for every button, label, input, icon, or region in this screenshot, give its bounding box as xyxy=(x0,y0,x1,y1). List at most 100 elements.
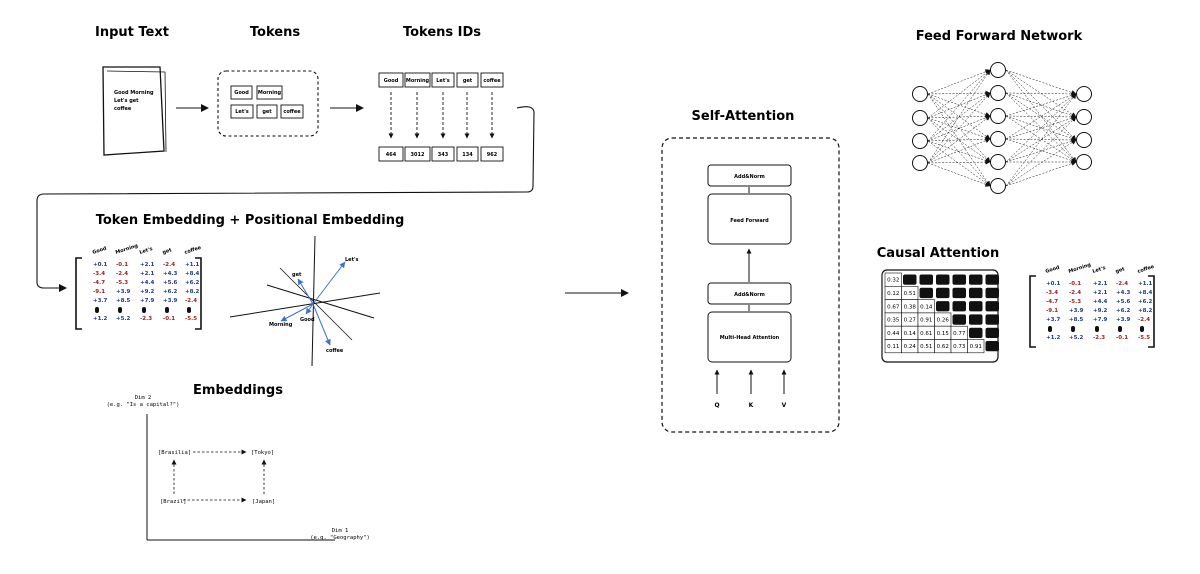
token-chip-label: Morning xyxy=(258,90,282,96)
document-line-2: Let's get xyxy=(114,98,139,104)
embedding-title: Token Embedding + Positional Embedding xyxy=(96,213,405,228)
matrix-cell: +1.1 xyxy=(1138,281,1153,287)
self-attention-block: Add&Norm Feed Forward Add&Norm Multi-Hea… xyxy=(661,137,840,433)
ffn-connection xyxy=(927,69,991,119)
matrix-cell: +4.3 xyxy=(1116,290,1131,296)
matrix-cell: -5.3 xyxy=(116,280,128,286)
ffn-connection xyxy=(1005,138,1077,163)
ffn-connection xyxy=(927,93,991,187)
embeddings-title: Embeddings xyxy=(193,383,283,398)
causal-mask-cell xyxy=(985,301,999,312)
multi-head-attention-block xyxy=(707,311,792,363)
causal-cell-value: 0.32 xyxy=(887,278,899,284)
ffn-connection xyxy=(1005,115,1077,163)
causal-cell-value: 0.11 xyxy=(887,344,899,350)
matrix-cell: -2.4 xyxy=(1116,281,1128,287)
ffn-neuron xyxy=(990,108,1006,124)
token-chip-label: get xyxy=(262,109,272,115)
feed-forward-label: Feed Forward xyxy=(730,218,769,224)
matrix-cell: +2.1 xyxy=(1093,290,1108,296)
matrix-cell: -0.1 xyxy=(1069,281,1081,287)
matrix-cell: -5.5 xyxy=(1138,335,1150,341)
ffn-neuron xyxy=(990,131,1006,147)
matrix-cell: +9.2 xyxy=(140,289,155,295)
causal-mask-cell xyxy=(969,314,983,325)
token-chip: coffee xyxy=(280,104,304,119)
token-id-column: get 134 xyxy=(456,72,479,162)
causal-cell-value: 0.73 xyxy=(953,344,966,350)
matrix-cell: -3.4 xyxy=(1046,290,1058,296)
token-id-column: Morning 3012 xyxy=(404,72,431,162)
matrix-cell: +5.2 xyxy=(116,316,131,322)
matrix-cell: -2.4 xyxy=(1138,317,1150,323)
causal-mask-cell xyxy=(919,287,933,299)
matrix-cell: +1.1 xyxy=(185,262,200,268)
matrix-cell: -2.4 xyxy=(163,262,175,268)
ffn-neuron xyxy=(912,155,928,171)
matrix-cell: -2.4 xyxy=(185,298,197,304)
causal-mask-cell xyxy=(936,274,950,285)
token-id-value: 134 xyxy=(462,152,473,158)
matrix-column-header: Let's xyxy=(1092,265,1107,275)
token-chip-label: Let's xyxy=(235,109,248,115)
matrix-cell: -0.1 xyxy=(163,316,175,322)
causal-cell-value: 0.51 xyxy=(920,344,932,350)
matrix-ellipsis xyxy=(165,307,169,313)
matrix-cell: +7.9 xyxy=(140,298,155,304)
causal-mask-cell xyxy=(969,327,983,338)
matrix-cell: -2.4 xyxy=(1069,290,1081,296)
matrix-cell: +6.2 xyxy=(1138,299,1153,305)
ffn-connection xyxy=(927,117,991,163)
causal-mask-cell xyxy=(952,314,966,325)
matrix-cell: +2.1 xyxy=(140,262,155,268)
ffn-neuron xyxy=(1076,132,1092,148)
ffn-connection xyxy=(1005,116,1077,187)
matrix-column-header: Good xyxy=(92,246,108,256)
embedding-plot: Dim 2 (e.g. "Is a capital?") Dim 1 (e.g.… xyxy=(107,395,370,541)
matrix-cell: +3.7 xyxy=(93,298,108,304)
causal-mask-cell xyxy=(969,287,983,299)
matrix-cell: +9.2 xyxy=(1093,308,1108,314)
y-axis-label: Dim 2 xyxy=(135,395,152,401)
token-id-value: 3012 xyxy=(411,152,425,158)
add-norm-bottom xyxy=(707,282,792,305)
add-norm-top-label: Add&Norm xyxy=(734,174,765,180)
matrix-cell: +1.2 xyxy=(1046,335,1061,341)
ffn-connection xyxy=(1005,114,1077,120)
matrix-cell: +3.9 xyxy=(163,298,178,304)
matrix-cell: -4.7 xyxy=(93,280,105,286)
causal-cell-value: 0.91 xyxy=(920,318,932,324)
token-chip: Good xyxy=(230,85,253,100)
causal-mask-cell xyxy=(969,301,983,312)
causal-mask-cell xyxy=(952,301,966,312)
causal-cell-value: 0.14 xyxy=(920,304,933,310)
causal-mask-cell xyxy=(936,287,950,299)
matrix-cell: +3.7 xyxy=(1046,317,1061,323)
causal-mask-cell xyxy=(985,341,999,352)
matrix-cell: +3.9 xyxy=(116,289,131,295)
input-q: Q xyxy=(714,402,719,409)
matrix-cell: +8.2 xyxy=(185,289,200,295)
ffn-connection xyxy=(1005,69,1077,95)
ffn-neuron xyxy=(912,133,928,149)
matrix-cell: -3.4 xyxy=(93,271,105,277)
ffn-connection xyxy=(1005,161,1077,187)
ffn-connection xyxy=(927,162,991,187)
input-v: V xyxy=(782,402,787,409)
matrix-cell: +2.1 xyxy=(140,271,155,277)
ffn-neuron xyxy=(912,86,928,102)
matrix-cell: -2.3 xyxy=(140,316,152,322)
matrix-cell: +8.4 xyxy=(1138,290,1153,296)
causal-cell-value: 0.62 xyxy=(937,344,949,350)
matrix-cell: +3.9 xyxy=(1069,308,1084,314)
matrix-ellipsis xyxy=(1140,326,1144,332)
token-id-column: Let's 343 xyxy=(431,72,455,162)
matrix-ellipsis xyxy=(142,307,146,313)
matrix-cell: -9.1 xyxy=(1046,308,1058,314)
matrix-cells: +0.1-0.1+2.1-2.4+1.1-3.4-2.4+2.1+4.3+8.4… xyxy=(93,262,200,322)
causal-cell-value: 0.44 xyxy=(887,331,900,337)
